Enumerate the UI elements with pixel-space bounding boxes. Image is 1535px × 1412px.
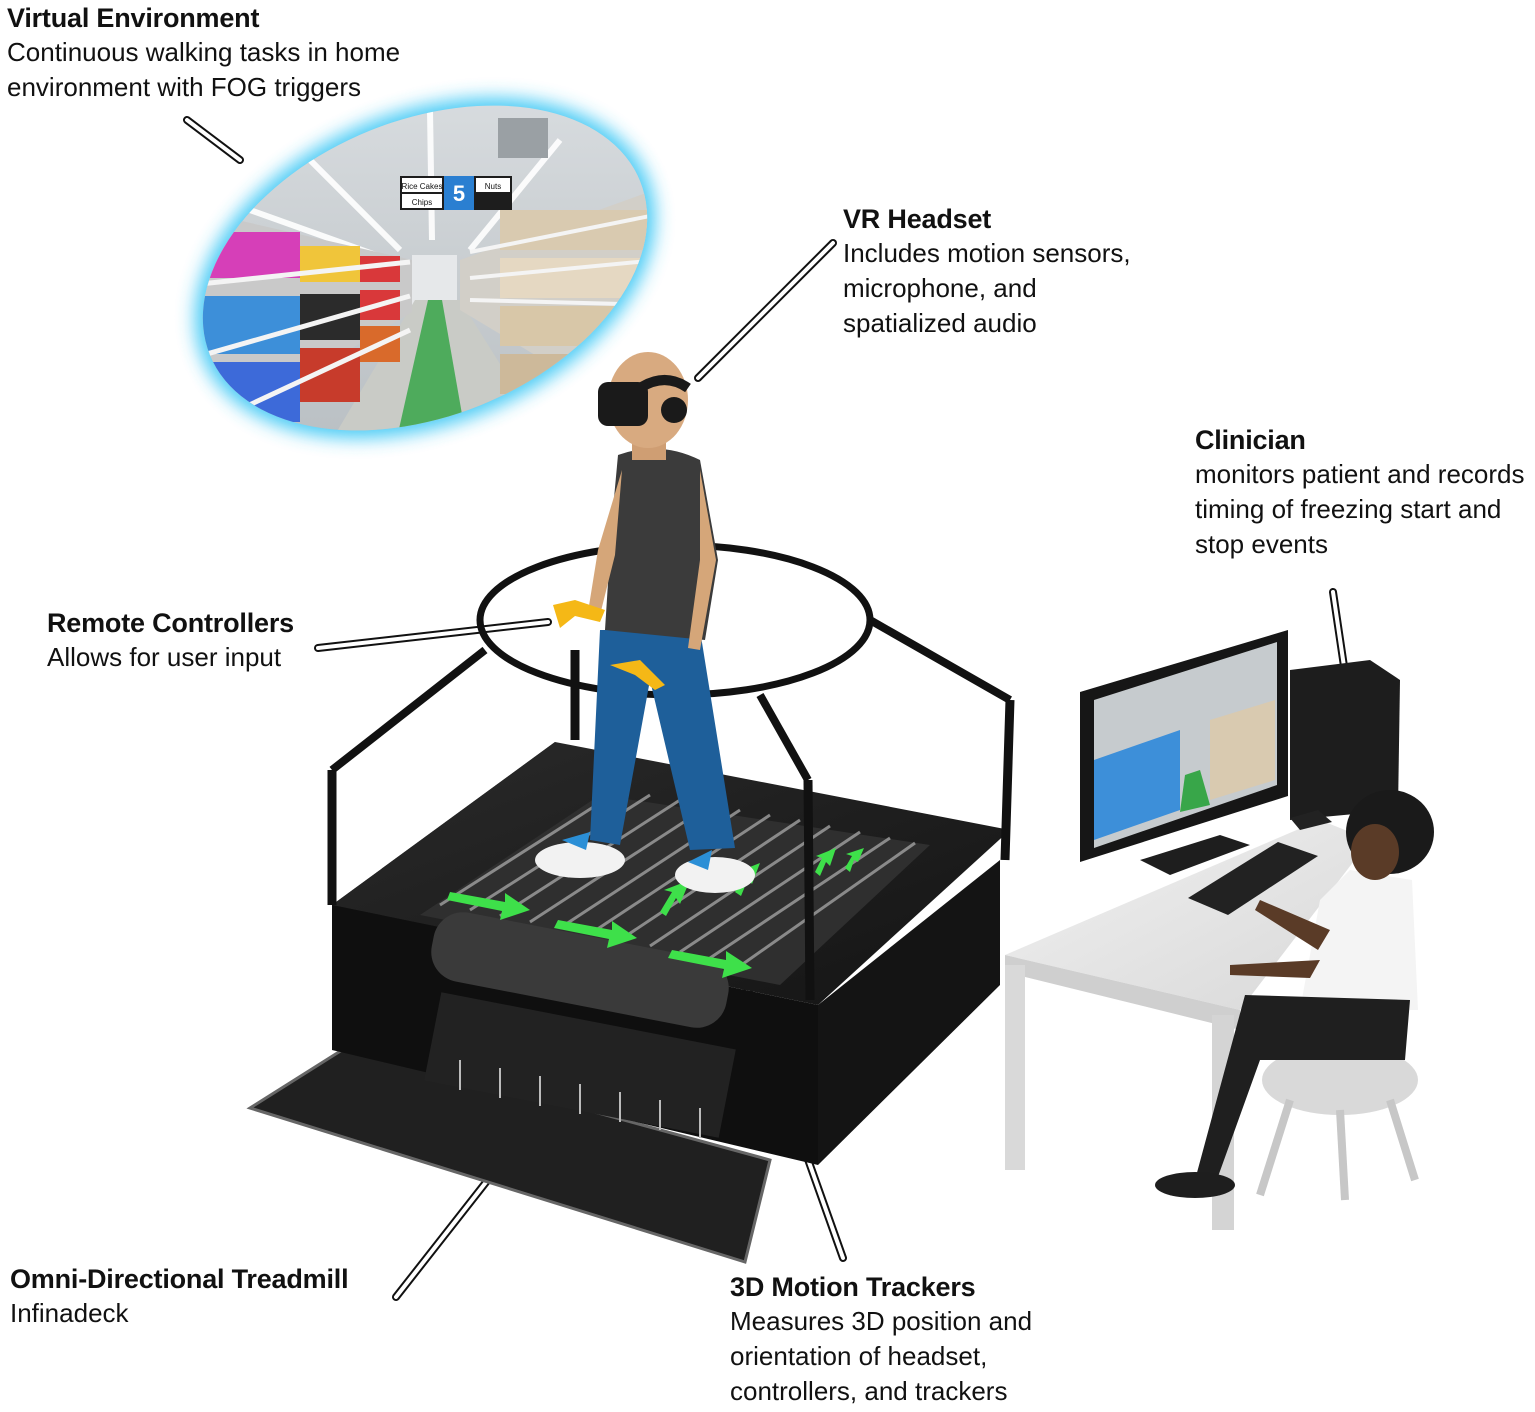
- label-title: Omni-Directional Treadmill: [10, 1264, 349, 1294]
- label-motion-trackers: 3D Motion Trackers Measures 3D position …: [730, 1271, 1032, 1409]
- roller-chain: [424, 912, 736, 1138]
- direction-arrows: [447, 848, 864, 978]
- label-description: Measures 3D position and orientation of …: [730, 1306, 1033, 1406]
- label-description: monitors patient and records timing of f…: [1195, 459, 1525, 559]
- aisle-sign: 5 Rice Cakes Chips Nuts: [400, 176, 512, 210]
- label-virtual-environment: Virtual Environment Continuous walking t…: [7, 2, 400, 105]
- label-title: VR Headset: [843, 204, 992, 234]
- label-description: Allows for user input: [47, 642, 282, 672]
- label-treadmill: Omni-Directional Treadmill Infinadeck: [10, 1263, 349, 1331]
- label-title: Remote Controllers: [47, 608, 294, 638]
- ceiling-vent-icon: [498, 118, 548, 158]
- label-description: Includes motion sensors, microphone, and…: [843, 238, 1131, 338]
- label-title: Virtual Environment: [7, 3, 260, 33]
- vr-headset: [598, 375, 691, 426]
- aisle-number: 5: [453, 181, 465, 206]
- label-title: Clinician: [1195, 425, 1306, 455]
- clinician-workstation: [1005, 630, 1434, 1230]
- patient-figure: [535, 352, 755, 893]
- label-vr-headset: VR Headset Includes motion sensors, micr…: [843, 203, 1131, 341]
- aisle-sign-left-top: Rice Cakes: [402, 182, 443, 191]
- aisle-sign-left-bottom: Chips: [412, 198, 432, 207]
- omni-directional-treadmill: [246, 541, 1015, 1264]
- foot-tracker-left: [562, 832, 590, 850]
- remote-controllers: [553, 600, 665, 690]
- aisle-sign-right: Nuts: [485, 182, 501, 191]
- label-remote-controllers: Remote Controllers Allows for user input: [47, 607, 294, 675]
- label-title: 3D Motion Trackers: [730, 1272, 976, 1302]
- label-clinician: Clinician monitors patient and records t…: [1195, 424, 1525, 562]
- label-description: Infinadeck: [10, 1298, 129, 1328]
- label-description: Continuous walking tasks in home environ…: [7, 37, 401, 102]
- foot-tracker-right: [688, 850, 712, 870]
